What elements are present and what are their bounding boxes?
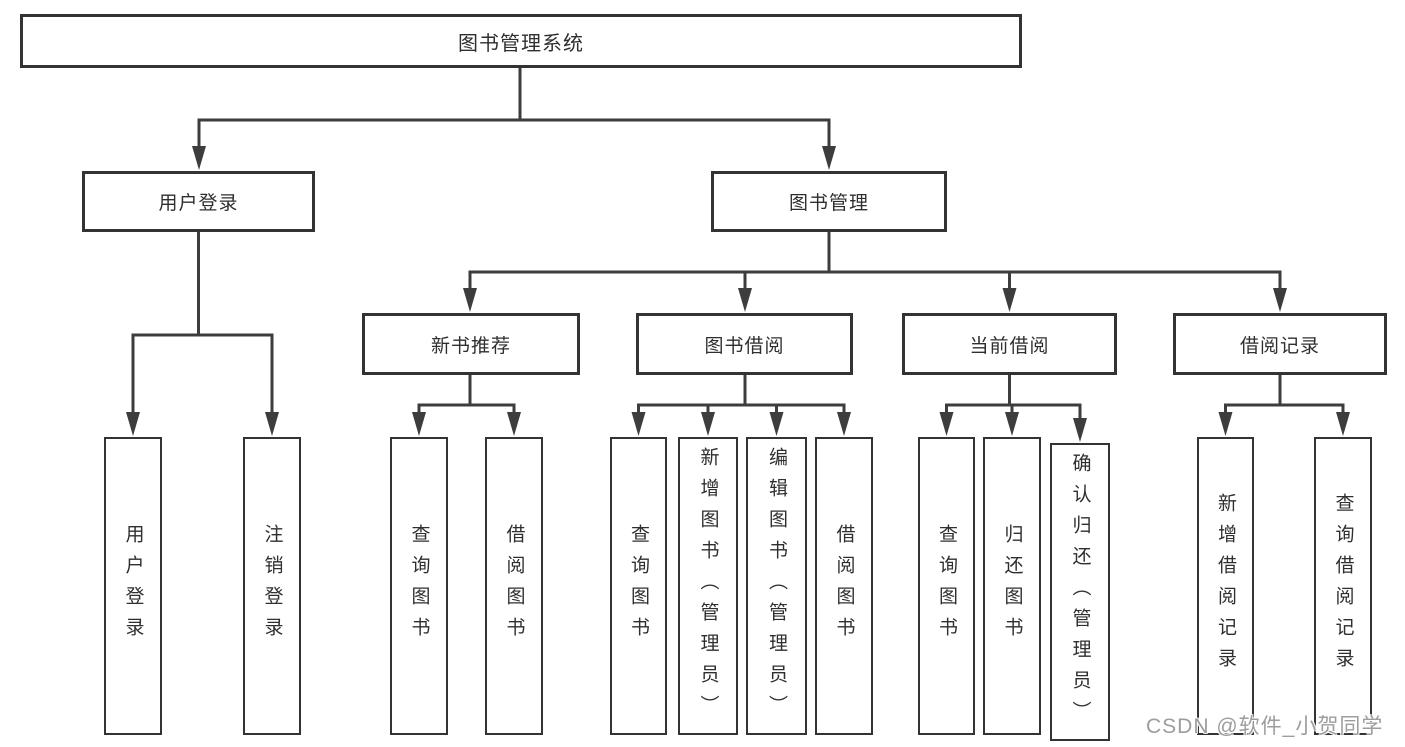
node-current-borrowing-label: 当前借阅: [969, 335, 1050, 357]
leaf-return-books: 归还图书: [983, 437, 1041, 735]
arrow-down-icons: [126, 146, 1350, 442]
leaf-add-borrow-record: 新增借阅记录: [1197, 437, 1254, 735]
leaf-query-borrow-record: 查询借阅记录: [1314, 437, 1372, 735]
node-book-borrowing: 图书借阅: [636, 313, 853, 375]
node-new-book-recommend-label: 新书推荐: [430, 335, 511, 357]
leaf-logout-label: 注销登录: [261, 524, 283, 648]
leaf-query-books-current-label: 查询图书: [936, 524, 957, 648]
leaf-add-book-admin-label: 新增图书（管理员）: [697, 446, 719, 726]
leaf-confirm-return-admin: 确认归还（管理员）: [1050, 443, 1110, 741]
node-book-management: 图书管理: [711, 171, 947, 232]
node-root-system: 图书管理系统: [20, 14, 1022, 68]
leaf-edit-book-admin-label: 编辑图书（管理员）: [766, 446, 787, 726]
node-book-borrowing-label: 图书借阅: [704, 335, 785, 357]
leaf-query-books-current: 查询图书: [918, 437, 975, 735]
node-new-book-recommend: 新书推荐: [362, 313, 580, 375]
leaf-borrow-books-label: 借阅图书: [833, 524, 855, 648]
leaf-confirm-return-admin-label: 确认归还（管理员）: [1069, 452, 1091, 732]
leaf-user-login-label: 用户登录: [122, 524, 144, 648]
leaf-query-books-recommend-label: 查询图书: [408, 524, 430, 648]
node-user-login-label: 用户登录: [158, 193, 239, 214]
leaf-add-book-admin: 新增图书（管理员）: [678, 437, 738, 735]
leaf-return-books-label: 归还图书: [1001, 524, 1023, 648]
leaf-borrow-books: 借阅图书: [815, 437, 873, 735]
leaf-borrow-books-recommend-label: 借阅图书: [503, 524, 525, 648]
node-root-label: 图书管理系统: [458, 32, 584, 55]
tree-edges: [131, 66, 1345, 432]
leaf-edit-book-admin: 编辑图书（管理员）: [746, 437, 807, 735]
node-user-login: 用户登录: [82, 171, 315, 232]
leaf-query-books-borrow: 查询图书: [610, 437, 667, 735]
leaf-query-books-recommend: 查询图书: [390, 437, 448, 735]
node-borrowing-records: 借阅记录: [1173, 313, 1387, 375]
leaf-query-borrow-record-label: 查询借阅记录: [1332, 493, 1354, 679]
leaf-borrow-books-recommend: 借阅图书: [485, 437, 543, 735]
watermark-text: CSDN @软件_小贺同学: [1146, 715, 1384, 738]
leaf-add-borrow-record-label: 新增借阅记录: [1215, 493, 1236, 679]
node-current-borrowing: 当前借阅: [902, 313, 1117, 375]
node-book-management-label: 图书管理: [788, 193, 869, 214]
leaf-logout: 注销登录: [243, 437, 301, 735]
leaf-query-books-borrow-label: 查询图书: [628, 524, 649, 648]
leaf-user-login: 用户登录: [104, 437, 162, 735]
node-borrowing-records-label: 借阅记录: [1239, 335, 1320, 357]
